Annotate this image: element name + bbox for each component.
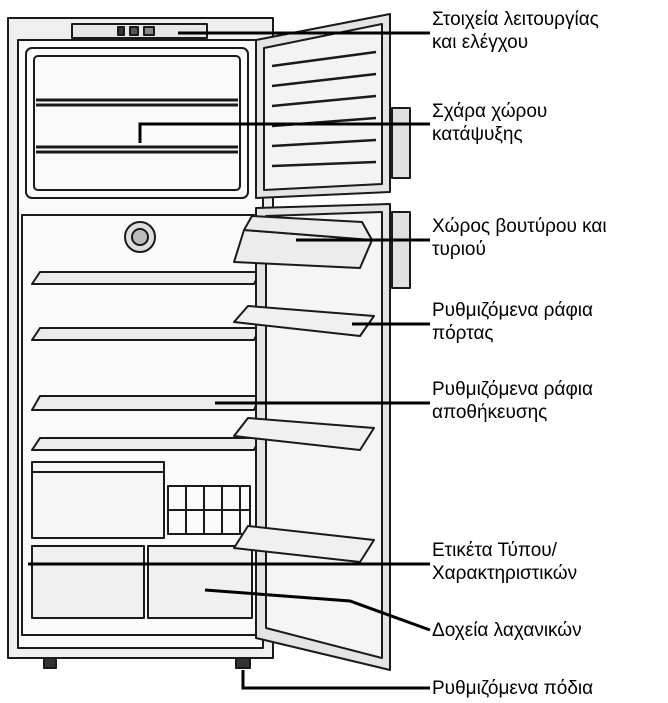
foot-right (235, 657, 251, 669)
wire-basket (167, 485, 251, 535)
foot-left (43, 657, 57, 669)
leader-lines (28, 31, 431, 690)
butter-compartment (233, 215, 373, 269)
label-crisper-bins: Δοχεία λαχανικών (432, 620, 582, 641)
crisper-bin-right (147, 545, 253, 619)
fridge-handle (391, 211, 411, 289)
label-adjustable-feet: Ρυθμιζόμενα πόδια (432, 678, 594, 699)
left-drawer (31, 461, 165, 539)
freezer-racks (36, 98, 238, 154)
crisper-bin-left (31, 545, 145, 619)
freezer-handle (391, 107, 411, 179)
door-shelves (233, 305, 375, 563)
storage-shelves (31, 271, 261, 451)
control-panel (71, 23, 208, 39)
label-type-label: Ετικέτα Τύπου/Χαρακτηριστικών (432, 540, 578, 584)
